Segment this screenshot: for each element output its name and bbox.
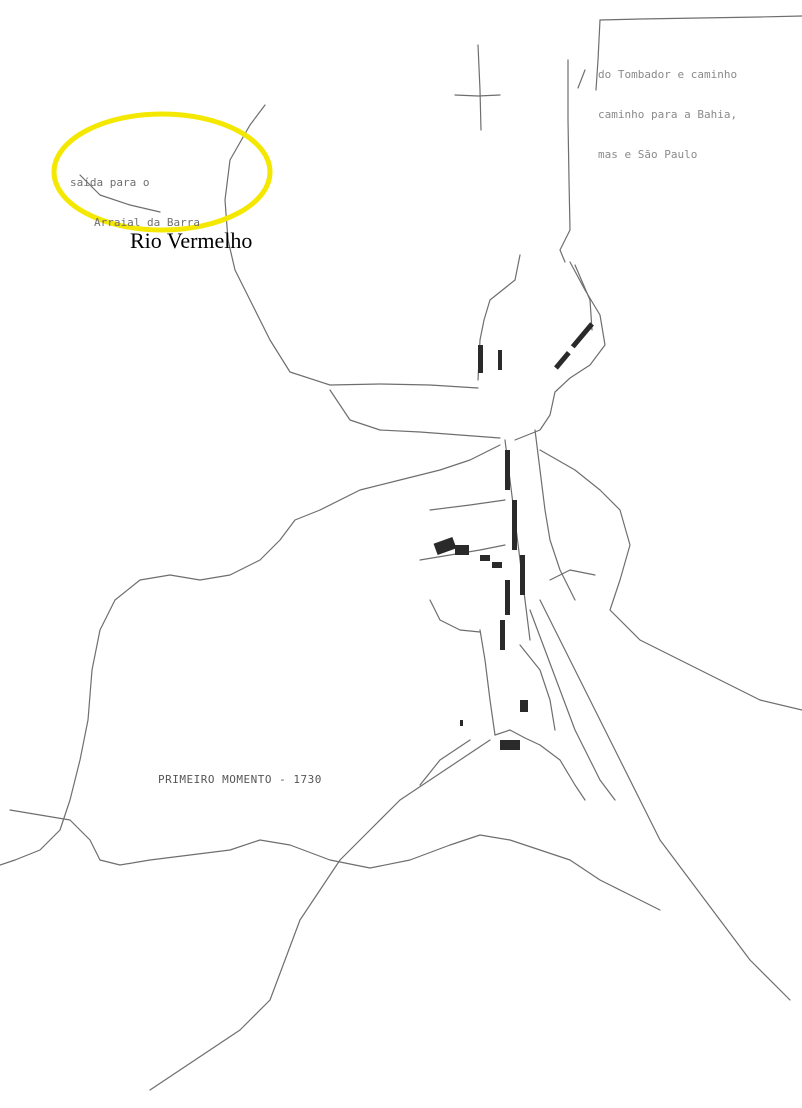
top-right-note-line-1: do Tombador e caminho xyxy=(598,68,738,82)
street-south-square xyxy=(494,729,586,801)
exit-note: saída para o Arraial da Barra xyxy=(70,150,200,256)
road-exit-barra xyxy=(79,174,161,213)
road-north-east xyxy=(577,69,586,89)
road-upper-east-branch xyxy=(574,264,593,331)
building-block xyxy=(500,740,520,750)
street-east xyxy=(534,429,576,601)
highlight-circle xyxy=(51,111,273,233)
road-south-center xyxy=(419,739,471,786)
street-south-1 xyxy=(479,629,496,736)
building-block xyxy=(478,345,483,373)
map-frame-right-top xyxy=(595,19,601,91)
road-southeast-long xyxy=(539,599,791,1001)
building-block xyxy=(455,545,469,555)
top-right-note-line-3: mas e São Paulo xyxy=(598,147,698,161)
building-block xyxy=(433,536,457,556)
street-west-3 xyxy=(429,599,481,633)
road-northwest xyxy=(224,104,479,389)
building-block xyxy=(498,350,502,370)
road-southeast-inner xyxy=(529,609,616,801)
building-block xyxy=(492,562,502,568)
building-block xyxy=(500,620,505,650)
street-inner-east xyxy=(519,644,556,731)
top-right-note-line-2: caminho para a Bahia, xyxy=(598,107,738,121)
river-west-upper xyxy=(329,389,501,439)
river-east xyxy=(539,449,802,711)
road-southwest-long xyxy=(149,739,491,1091)
river-name-label: Rio Vermelho xyxy=(130,228,253,253)
road-north xyxy=(559,59,571,263)
building-block xyxy=(460,720,463,726)
town-blocks xyxy=(433,322,594,750)
survey-cross-vertical xyxy=(477,44,482,131)
period-caption: PRIMEIRO MOMENTO - 1730 xyxy=(158,773,322,786)
river-west-loop xyxy=(0,444,501,866)
exit-note-line-2: Arraial da Barra xyxy=(94,215,200,229)
building-block xyxy=(480,555,490,561)
building-block xyxy=(520,555,525,595)
road-upper-east-loop xyxy=(514,261,606,441)
road-east-small xyxy=(549,569,596,581)
building-block xyxy=(554,351,571,370)
building-block xyxy=(512,500,517,550)
road-southwest-lower xyxy=(9,809,661,911)
building-block xyxy=(505,580,510,615)
building-block xyxy=(505,450,510,490)
building-block xyxy=(520,700,528,712)
street-west-1 xyxy=(429,499,506,511)
top-right-note: do Tombador e caminho caminho para a Bah… xyxy=(598,42,737,187)
survey-cross-horizontal xyxy=(454,94,501,97)
exit-note-line-1: saída para o xyxy=(70,176,150,190)
map-frame-top xyxy=(599,15,802,21)
building-block xyxy=(570,322,594,349)
